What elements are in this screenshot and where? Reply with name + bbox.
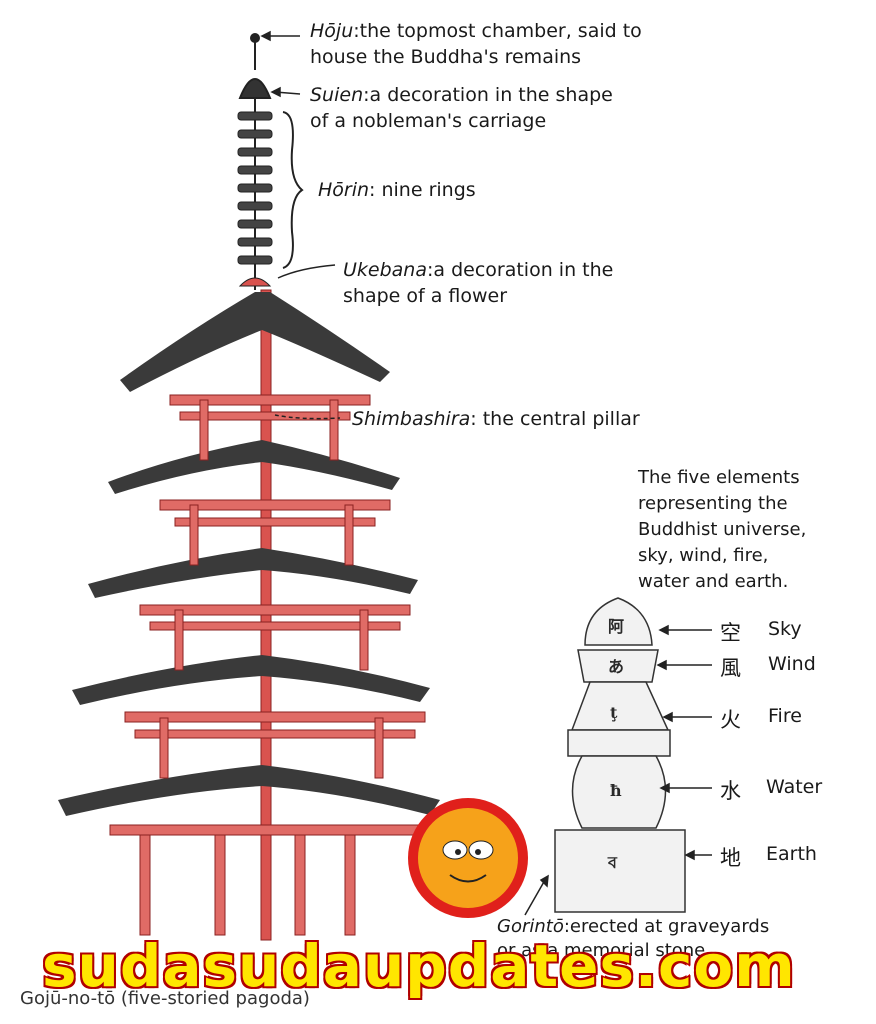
stone-fire-base bbox=[567, 729, 671, 757]
hoju-desc-2: house the Buddha's remains bbox=[310, 46, 582, 68]
label-suien: Suien:a decoration in the shape bbox=[310, 82, 613, 108]
stone-water bbox=[571, 755, 667, 829]
gorinto-desc-2: or as a memorial stone bbox=[497, 940, 706, 961]
element-name-wind: Wind bbox=[768, 653, 816, 675]
ukebana-desc-1: :a decoration in the bbox=[427, 259, 614, 281]
suien-desc-1: :a decoration in the shape bbox=[363, 84, 613, 106]
label-shimbashira: Shimbashira: the central pillar bbox=[352, 406, 640, 432]
horin-brace bbox=[282, 111, 304, 269]
svg-text:ħ: ħ bbox=[610, 781, 622, 800]
svg-text:あ: あ bbox=[608, 657, 624, 676]
hoju-term: Hōju bbox=[310, 20, 354, 42]
shimbashira-desc-1: : the central pillar bbox=[470, 408, 640, 430]
ukebana-term: Ukebana bbox=[343, 259, 427, 281]
structure-beams bbox=[109, 394, 441, 936]
suien-desc-2: of a nobleman's carriage bbox=[310, 110, 547, 132]
stone-earth bbox=[554, 829, 686, 913]
svg-text:阿: 阿 bbox=[608, 617, 624, 636]
stone-wind bbox=[577, 649, 659, 683]
intro-line: The five elements bbox=[638, 467, 800, 488]
element-kanji-water: 水 bbox=[720, 779, 741, 803]
label-ukebana: Ukebana:a decoration in the bbox=[343, 257, 613, 283]
element-name-fire: Fire bbox=[768, 705, 802, 727]
finial bbox=[238, 33, 272, 290]
intro-line: representing the bbox=[638, 493, 788, 514]
horin-term: Hōrin bbox=[318, 179, 370, 201]
watermark-logo-icon bbox=[408, 798, 528, 918]
roof-tiers bbox=[58, 292, 440, 816]
label-hoju: Hōju:the topmost chamber, said to bbox=[310, 18, 642, 44]
gorinto-desc-1: :erected at graveyards bbox=[563, 916, 770, 937]
gorinto-stone bbox=[554, 597, 686, 913]
suien-term: Suien bbox=[310, 84, 364, 106]
five-elements-intro: The five elements representing the Buddh… bbox=[638, 465, 806, 595]
element-kanji-wind: 風 bbox=[720, 656, 741, 680]
watermark-text: sudasudaupdates.com bbox=[41, 931, 797, 1002]
element-kanji-fire: 火 bbox=[720, 708, 741, 732]
intro-line: Buddhist universe, bbox=[638, 519, 807, 540]
stone-fire bbox=[570, 681, 670, 731]
svg-text:ţ: ţ bbox=[610, 703, 618, 722]
horin-rings bbox=[237, 111, 273, 287]
pagoda-caption: Gojū-no-tō (five-storied pagoda) bbox=[20, 988, 310, 1009]
element-name-sky: Sky bbox=[768, 618, 802, 640]
ukebana-desc-2: shape of a flower bbox=[343, 285, 508, 307]
gorinto-term: Gorintō bbox=[497, 916, 564, 937]
stone-sky bbox=[584, 597, 653, 646]
shimbashira-term: Shimbashira bbox=[352, 408, 471, 430]
horin-desc-1: : nine rings bbox=[369, 179, 476, 201]
hoju-desc-1: :the topmost chamber, said to bbox=[353, 20, 642, 42]
stone-characters: 阿 あ ţ ħ ব bbox=[607, 617, 624, 872]
element-kanji-sky: 空 bbox=[720, 621, 741, 645]
label-horin: Hōrin: nine rings bbox=[318, 177, 476, 203]
svg-text:ব: ব bbox=[607, 853, 618, 872]
intro-line: water and earth. bbox=[638, 571, 789, 592]
label-gorinto: Gorintō:erected at graveyards bbox=[497, 914, 769, 940]
intro-line: sky, wind, fire, bbox=[638, 545, 769, 566]
element-kanji-earth: 地 bbox=[720, 846, 741, 870]
element-name-earth: Earth bbox=[766, 843, 817, 865]
element-name-water: Water bbox=[766, 776, 823, 798]
label-arrows bbox=[260, 30, 712, 916]
